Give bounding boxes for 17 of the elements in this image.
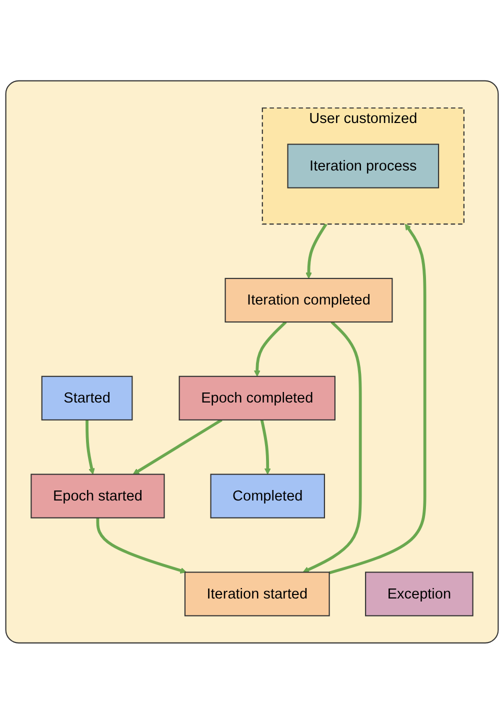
arrow [96,518,187,574]
arrow [254,321,287,377]
arrow [328,224,426,574]
node-box: Iteration process [287,144,440,188]
node-box: Exception [365,572,474,616]
arrow [86,420,95,475]
node-box: Iteration started [184,572,330,616]
node-box: Epoch completed [178,376,336,421]
node-box: Epoch started [30,474,165,518]
node-box: Completed [210,474,325,518]
cluster [5,80,499,644]
arrow [306,223,328,279]
node-box: Iteration completed [224,278,393,323]
arrow [132,418,222,475]
arrow [302,321,362,573]
arrow [260,420,271,475]
node-box: Started [41,376,133,421]
